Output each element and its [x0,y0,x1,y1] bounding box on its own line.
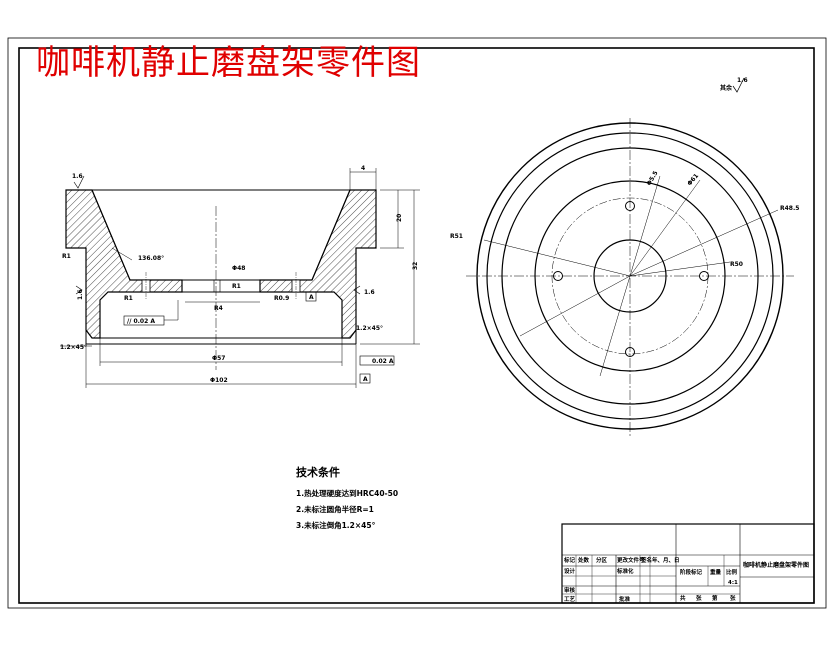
hole-top [625,201,635,211]
tol-flatness: 0.02 A [372,358,394,365]
datum-box [359,373,371,384]
tol-parallel: // 0.02 A [127,318,155,325]
hole-bottom [625,347,635,357]
section-view: 4 20 32 136.08° R1 R4 R1 R0.9 Φ48 Φ57 Φ1… [60,165,420,388]
tol-parallel-frame [123,315,165,326]
dim-r09: R0.9 [274,295,289,302]
hole-right [699,271,709,281]
dim-outer-dia: Φ102 [210,377,228,384]
inner-border [18,47,815,604]
tech-item-2: 2.未标注圆角半径R=1 [296,504,374,514]
dim-r4: R4 [214,305,223,312]
roughness-rest: 其余 1.6 [720,77,748,93]
dim-r1-left: R1 [124,295,133,302]
dim-angle: 136.08° [138,255,164,262]
hole-left [553,271,563,281]
tb-date: 年、月、日 [652,556,680,564]
tb-sheets-total: 共 [680,594,686,602]
datum-small: A [309,294,314,301]
outer-border [7,37,827,609]
tb-approve: 批准 [619,595,631,603]
tb-sheets-label: 张 [696,594,702,602]
tb-review: 审核 [564,586,576,594]
dim-hole-pcd: Φ61 [686,172,700,187]
dim-bore-dia: Φ57 [212,355,225,362]
tb-std: 标准化 [616,567,634,575]
tol-flatness-frame [359,355,395,366]
tb-scale-val: 4:1 [728,580,738,586]
dim-r51: R51 [450,233,463,240]
drawing-title: 咖啡机静止磨盘架零件图 [36,43,421,83]
tb-process: 工艺 [564,595,576,603]
dim-chamfer-right: 1.2×45° [356,325,383,332]
roughness-right: 1.6 [364,289,375,296]
dim-chamfer-left: 1.2×45° [60,344,87,351]
dim-height-upper: 20 [396,214,403,222]
dim-top-width: 4 [361,165,365,172]
tech-requirements: 技术条件 1.热处理硬度达到HRC40-50 2.未标注圆角半径R=1 3.未标… [296,465,398,530]
tech-heading: 技术条件 [296,465,340,479]
dim-r50: R50 [730,261,743,268]
tb-doc-no: 更改文件号 [617,556,645,564]
roughness-mid-left: 1.6 [77,289,84,300]
dim-height-total: 32 [412,262,419,270]
roughness-top-left: 1.6 [72,173,83,180]
tb-design: 设计 [564,567,576,575]
tb-stage: 阶段标记 [680,568,703,576]
roughness-rest-value: 1.6 [737,77,748,84]
roughness-rest-label: 其余 [720,84,733,92]
tb-weight: 重量 [710,568,722,576]
tech-item-3: 3.未标注倒角1.2×45° [296,520,376,530]
tech-item-1: 1.热处理硬度达到HRC40-50 [296,488,398,498]
dim-r1-mid: R1 [232,283,241,290]
datum-small-box [305,291,317,302]
plan-view: R51 R48.5 Φ5.5 Φ61 R50 [450,118,799,436]
tb-scale: 比例 [726,568,738,576]
tb-zone: 分区 [596,556,608,564]
datum-label: A [363,376,368,383]
tb-part-name: 咖啡机静止磨盘架零件图 [743,561,809,569]
tb-sheet-label: 张 [730,594,736,602]
title-block: 标记 处数 分区 更改文件号 签名 年、月、日 设计 标准化 审核 工艺 批准 … [561,523,815,604]
tb-count: 处数 [577,556,590,564]
tb-mark: 标记 [563,556,576,564]
tb-sheet-no: 第 [712,594,718,602]
dim-phi48: Φ48 [232,265,245,272]
dim-r-small: R1 [62,253,71,260]
dim-r485: R48.5 [780,205,799,212]
tb-sign: 签名 [640,556,652,564]
section-right-wall [259,189,377,339]
